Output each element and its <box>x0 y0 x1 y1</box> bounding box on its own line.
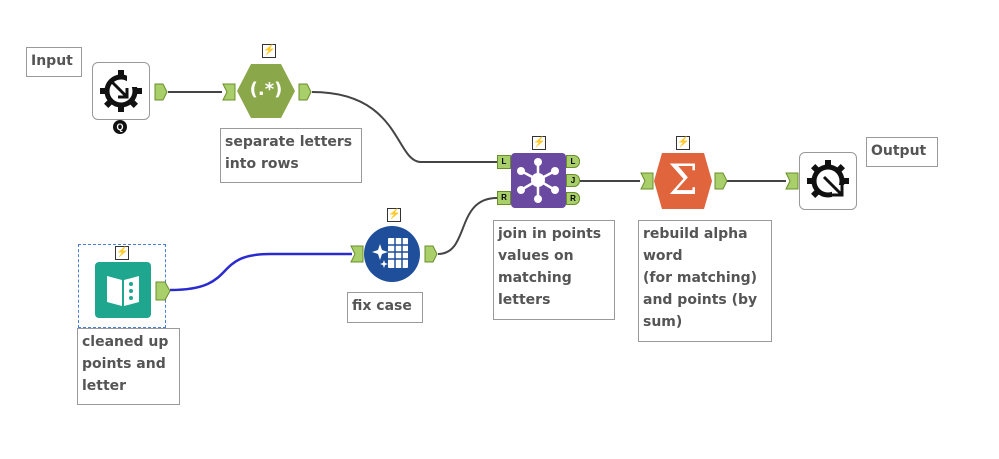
join-left-anchor[interactable]: L <box>497 155 511 169</box>
formula-grid-icon <box>372 238 408 268</box>
summarize-sigma-shape-icon <box>654 153 712 209</box>
regex-bolt-icon: ⚡ <box>262 44 276 58</box>
macro-input-tool[interactable] <box>92 62 150 120</box>
formula-output-anchor[interactable] <box>424 245 438 263</box>
connection-formula-join[interactable] <box>437 197 498 255</box>
macro-output-gear-icon <box>807 160 850 203</box>
join-tool[interactable] <box>511 153 566 208</box>
summarize-output-anchor[interactable] <box>714 172 728 190</box>
macro-input-gear-icon <box>100 70 143 112</box>
join-right-anchor[interactable]: R <box>497 191 511 205</box>
connection-textinput-formula[interactable] <box>169 252 352 292</box>
formula-tool[interactable] <box>364 226 420 282</box>
connection-regex-join[interactable] <box>311 91 497 163</box>
macro-input-output-anchor[interactable] <box>154 83 168 101</box>
text-input-book-icon <box>107 276 139 306</box>
join-output-right-anchor[interactable]: R <box>566 192 580 205</box>
regex-glyph: (.*) <box>249 79 283 100</box>
output-annotation[interactable]: Output <box>866 137 938 167</box>
join-network-icon <box>517 158 559 203</box>
join-output-join-anchor[interactable]: J <box>566 174 580 187</box>
regex-caption[interactable]: separate letters into rows <box>220 128 362 183</box>
summarize-glyph: Σ <box>668 155 698 204</box>
macro-output-tool[interactable] <box>799 152 857 210</box>
regex-hexagon-icon <box>237 64 295 118</box>
join-bolt-icon: ⚡ <box>532 136 546 150</box>
regex-input-anchor[interactable] <box>222 83 236 101</box>
summarize-input-anchor[interactable] <box>640 172 654 190</box>
text-input-output-anchor[interactable] <box>155 281 171 301</box>
summarize-bolt-icon: ⚡ <box>676 136 690 150</box>
join-caption[interactable]: join in points values on matching letter… <box>493 220 615 320</box>
formula-bolt-icon: ⚡ <box>387 208 401 222</box>
text-input-bolt-icon: ⚡ <box>115 246 129 260</box>
regex-tool[interactable]: (.*) <box>236 62 296 120</box>
macro-output-input-anchor[interactable] <box>785 172 799 190</box>
text-input-tool[interactable] <box>95 262 151 318</box>
text-input-caption[interactable]: cleaned up points and letter <box>77 328 180 405</box>
macro-input-q-badge: Q <box>113 120 127 134</box>
input-annotation[interactable]: Input <box>26 47 82 77</box>
regex-output-anchor[interactable] <box>298 83 312 101</box>
formula-input-anchor[interactable] <box>350 245 364 263</box>
join-output-left-anchor[interactable]: L <box>566 155 580 168</box>
formula-caption[interactable]: fix case <box>347 292 423 323</box>
summarize-caption[interactable]: rebuild alpha word (for matching) and po… <box>638 220 772 342</box>
summarize-tool[interactable]: Σ <box>654 153 712 209</box>
